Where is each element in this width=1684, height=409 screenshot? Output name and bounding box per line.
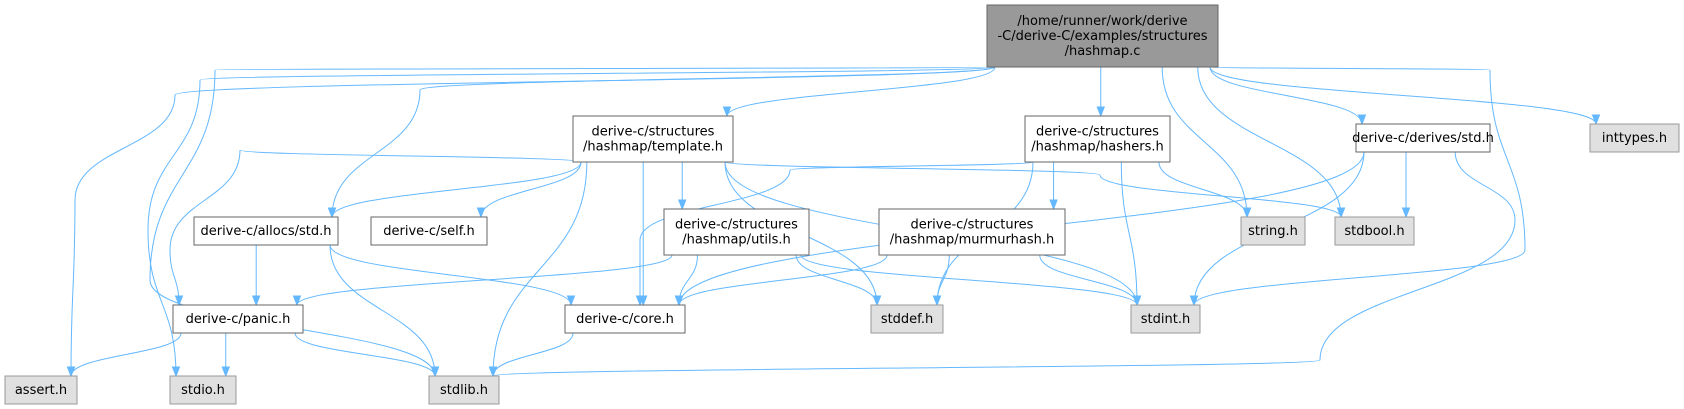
node-label-line: string.h	[1248, 224, 1298, 239]
node-label-line: derive-c/self.h	[383, 224, 475, 239]
node-inttypes[interactable]: inttypes.h	[1589, 123, 1680, 153]
edge-panic-to-stdio	[221, 333, 230, 378]
edge-murmur-to-core	[674, 254, 888, 307]
node-stdbool[interactable]: stdbool.h	[1334, 216, 1415, 246]
node-label-line: stdbool.h	[1344, 224, 1404, 239]
edge-template-to-panic	[169, 149, 582, 307]
edge-hashers-to-string	[1158, 161, 1252, 219]
edge-panic-to-stdlib	[294, 332, 440, 378]
edge-panic-to-assert	[66, 332, 182, 378]
node-label-line: derive-c/derives/std.h	[1352, 131, 1494, 146]
node-hashers[interactable]: derive-c/structures/hashmap/hashers.h	[1024, 115, 1171, 163]
edge-template-to-self	[476, 161, 582, 219]
edge-root-to-stdio	[147, 66, 996, 378]
edge-root-to-inttypes	[1209, 66, 1601, 126]
edge-root-to-hashers	[1096, 67, 1105, 118]
node-label-line: stdio.h	[181, 383, 225, 398]
edge-allocs_std-to-panic	[251, 245, 261, 307]
edge-core-to-stdlib	[488, 332, 574, 378]
node-assert[interactable]: assert.h	[4, 375, 78, 405]
edge-utils-to-stddef	[795, 254, 882, 307]
node-murmur[interactable]: derive-c/structures/hashmap/murmurhash.h	[878, 208, 1066, 256]
node-label-line: /home/runner/work/derive	[1017, 14, 1187, 29]
node-label-line: /hashmap.c	[1065, 44, 1141, 59]
node-label-line: stdint.h	[1141, 312, 1190, 327]
edge-template-to-utils	[677, 161, 687, 211]
node-label-line: assert.h	[15, 383, 67, 398]
edge-allocs_std-to-stdlib	[329, 244, 440, 378]
node-root[interactable]: /home/runner/work/derive-C/derive-C/exam…	[986, 4, 1219, 68]
edge-hashers-to-stdint	[1120, 161, 1142, 307]
node-label-line: derive-c/structures	[592, 125, 715, 140]
edge-layer	[66, 66, 1601, 378]
node-utils[interactable]: derive-c/structures/hashmap/utils.h	[663, 208, 810, 256]
node-stdlib[interactable]: stdlib.h	[428, 375, 500, 405]
node-label-line: inttypes.h	[1602, 131, 1667, 146]
node-allocs-std[interactable]: derive-c/allocs/std.h	[193, 216, 339, 246]
edge-utils-to-panic	[292, 254, 673, 307]
edge-root-to-derives_std	[1209, 66, 1367, 126]
node-label-line: stddef.h	[881, 312, 933, 327]
node-stdio[interactable]: stdio.h	[169, 375, 237, 405]
node-stddef[interactable]: stddef.h	[870, 304, 944, 334]
node-label-line: stdlib.h	[440, 383, 488, 398]
node-label-line: /hashmap/hashers.h	[1031, 140, 1164, 155]
edge-allocs_std-to-core	[329, 244, 576, 307]
node-stdint[interactable]: stdint.h	[1130, 304, 1201, 334]
node-label-line: derive-c/allocs/std.h	[200, 224, 331, 239]
node-core[interactable]: derive-c/core.h	[564, 304, 686, 334]
edge-hashers-to-core	[635, 161, 1034, 307]
edge-hashers-to-murmur	[1049, 161, 1058, 211]
node-template[interactable]: derive-c/structures/hashmap/template.h	[572, 115, 734, 163]
node-label-line: /hashmap/template.h	[583, 140, 723, 155]
node-label-line: -C/derive-C/examples/structures	[997, 29, 1207, 44]
node-label-line: derive-c/panic.h	[186, 312, 291, 327]
node-label-line: /hashmap/utils.h	[682, 233, 791, 248]
node-label-line: derive-c/structures	[675, 218, 798, 233]
edge-template-to-stdlib	[488, 161, 588, 378]
node-derives-std[interactable]: derive-c/derives/std.h	[1352, 123, 1494, 153]
edge-derives_std-to-stdbool	[1401, 152, 1411, 219]
node-panic[interactable]: derive-c/panic.h	[172, 304, 304, 334]
edge-template-to-stdbool	[724, 161, 1346, 219]
node-label-line: /hashmap/murmurhash.h	[890, 233, 1055, 248]
edge-template-to-core	[638, 162, 648, 307]
node-label-line: derive-c/core.h	[576, 312, 674, 327]
edge-murmur-to-stddef	[932, 254, 950, 307]
node-string[interactable]: string.h	[1240, 216, 1306, 246]
node-self[interactable]: derive-c/self.h	[370, 216, 488, 246]
edge-root-to-template	[722, 66, 996, 118]
node-label-line: derive-c/structures	[1036, 125, 1159, 140]
node-layer: /home/runner/work/derive-C/derive-C/exam…	[4, 4, 1680, 405]
node-label-line: derive-c/structures	[911, 218, 1034, 233]
edge-murmur-to-stdint	[1039, 254, 1142, 307]
edge-template-to-allocs_std	[327, 161, 582, 219]
